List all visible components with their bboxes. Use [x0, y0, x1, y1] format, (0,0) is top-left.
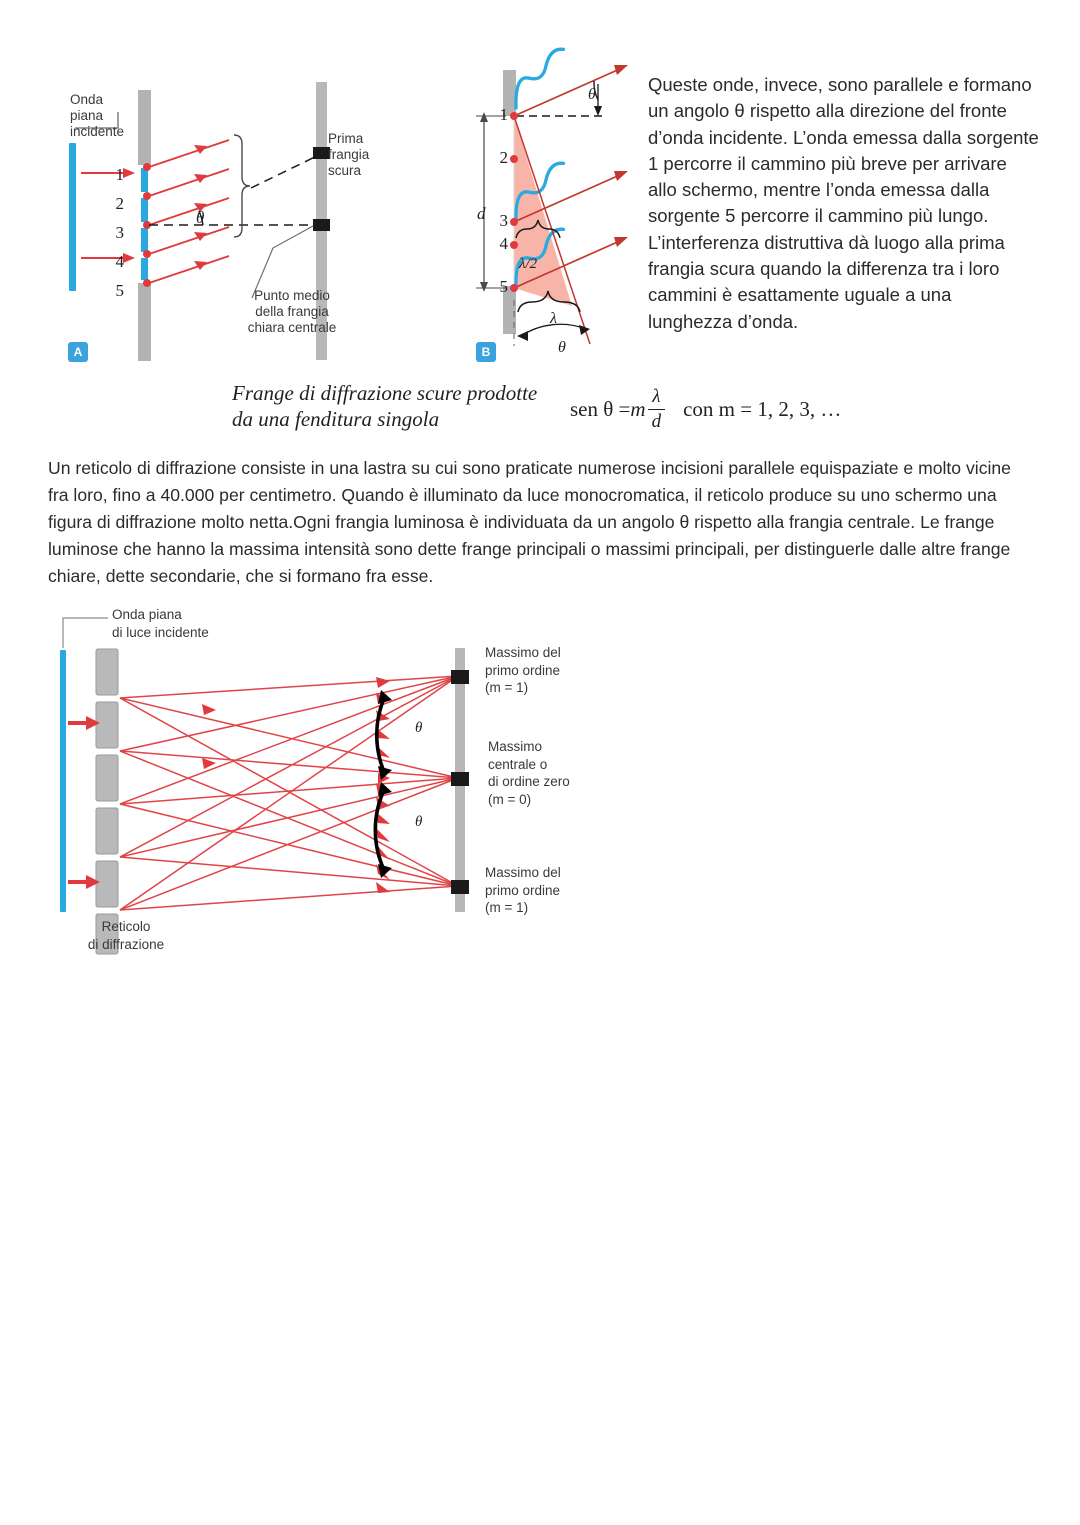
source-label-5-b: 5 [499, 277, 509, 296]
formula-m: m [630, 397, 646, 421]
maximum-first-order-bottom-marker [451, 880, 469, 894]
body-paragraph: Un reticolo di diffrazione consiste in u… [48, 458, 1011, 586]
source-label-2-a: 2 [115, 194, 125, 213]
panel-b-diagram [476, 47, 628, 346]
first-dark-fringe-marker-a [313, 147, 330, 159]
theta-label-top-b: θ [588, 86, 596, 103]
source-points-b [510, 112, 518, 292]
formula-caption: Frange di diffrazione scure prodotte da … [232, 381, 538, 431]
diffracted-rays-grating [119, 675, 459, 911]
leader-incident-wave-a [75, 112, 119, 129]
direction-rays-b [513, 65, 628, 289]
label-first-dark-fringe-a: Prima frangia scura [328, 131, 370, 178]
theta-label-a: θ [196, 208, 205, 227]
label-incident-plane-wave-grating: Onda piana di luce incidente [112, 607, 209, 640]
barrier-bottom-b [503, 286, 516, 334]
source-points-a [143, 163, 151, 287]
figure-row-diffraction: Onda piana incidente Prima frangia scura… [0, 0, 1080, 370]
source-label-1-b: 1 [499, 105, 509, 124]
ray-brace-a [233, 134, 251, 238]
label-wavelength-b: λ [550, 310, 557, 327]
theta-label-bottom-b: θ [558, 339, 566, 356]
theta-label-top-grating: θ [415, 720, 423, 736]
barrier-bottom-a [138, 283, 151, 361]
dimension-d-b [476, 112, 506, 292]
diffracted-rays-a [148, 139, 230, 284]
source-label-1-a: 1 [115, 165, 125, 184]
barrier-top-a [138, 90, 151, 165]
incident-arrows-grating [68, 716, 100, 889]
theta-arrow-right-b [579, 325, 590, 335]
formula-lhs: sen θ = [570, 397, 631, 421]
formula-expression: sen θ = m λ d con m = 1, 2, 3, … [570, 386, 841, 433]
half-wavelength-brace-b [515, 219, 561, 239]
label-max-first-order-bottom: Massimo del primo ordine (m = 1) [485, 865, 561, 915]
explanatory-paragraph: Queste onde, invece, sono parallele e fo… [648, 74, 1039, 332]
wavelength-brace-b [517, 290, 581, 313]
source-label-4-b: 4 [499, 234, 509, 253]
incident-rays-a [81, 168, 135, 263]
theta-label-bottom-grating: θ [415, 814, 423, 830]
theta-arcs-grating [373, 694, 387, 874]
slit-aperture-a [141, 168, 148, 280]
label-grating: Reticolo di diffrazione [87, 919, 165, 952]
grating-figure: Onda piana di luce incidente Reticolo di… [40, 592, 680, 972]
formula-condition: con m = 1, 2, 3, … [683, 397, 842, 421]
source-label-4-a: 4 [115, 252, 125, 271]
label-max-central: Massimo centrale o di ordine zero (m = 0… [488, 739, 570, 807]
barrier-top-b [503, 70, 516, 116]
leader-central-midpoint-a [251, 225, 314, 299]
theta-arrowheads-grating [378, 690, 392, 878]
label-d-b: d [477, 204, 486, 223]
incident-wavefront-grating [60, 650, 66, 912]
source-label-3-b: 3 [499, 211, 509, 230]
grating-diagram [60, 617, 469, 955]
theta-arrow-left-b [517, 331, 528, 341]
formula-fraction: λ d [647, 386, 666, 433]
label-max-first-order-top: Massimo del primo ordine (m = 1) [485, 645, 561, 695]
label-incident-wave-a: Onda piana incidente [70, 92, 125, 139]
source-label-3-a: 3 [115, 223, 125, 242]
incident-wavefront-a [69, 143, 76, 291]
panel-badge-a: A [68, 342, 88, 362]
central-fringe-marker-a [313, 219, 330, 231]
grating-bars [95, 648, 119, 955]
label-half-wavelength-b: λ/2 [519, 256, 538, 272]
theta-arc-a [198, 210, 204, 226]
maximum-first-order-top-marker [451, 670, 469, 684]
formula-band: Frange di diffrazione scure prodotte da … [0, 378, 1080, 440]
formula-numerator: λ [652, 386, 661, 407]
path-difference-triangle-b [514, 116, 572, 306]
dark-fringe-line-a [250, 152, 324, 189]
leader-incident-wave-grating [62, 617, 108, 648]
source-label-5-a: 5 [115, 281, 125, 300]
maximum-central-marker [451, 772, 469, 786]
panel-a-diagram [69, 82, 330, 361]
label-central-midpoint-a: Punto medio della frangia chiara central… [247, 288, 337, 335]
formula-denominator: d [647, 409, 666, 433]
source-label-2-b: 2 [499, 148, 509, 167]
theta-tick-top-b [594, 84, 602, 116]
panel-badge-b: B [476, 342, 496, 362]
